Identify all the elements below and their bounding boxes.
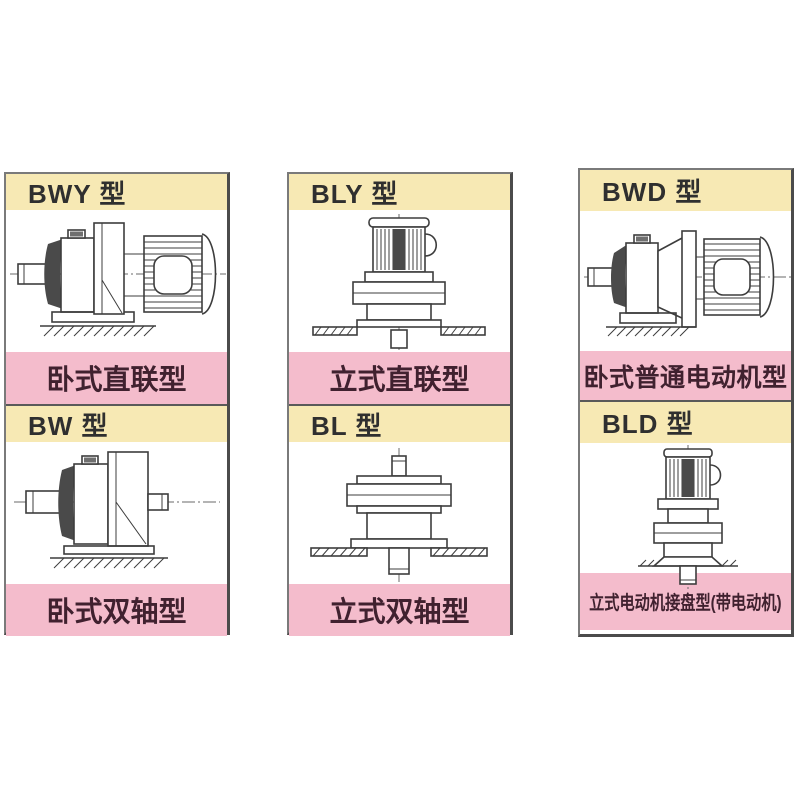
panel-footer: 立式双轴型: [289, 584, 510, 636]
panel-footer: 卧式双轴型: [6, 584, 227, 636]
panel-bl: BL 型: [289, 404, 510, 636]
panel-footer: 立式直联型: [289, 352, 510, 404]
type-label-bwd: 卧式普通电动机型: [583, 363, 788, 392]
horizontal-standard-motor-gearmotor-drawing: [584, 230, 792, 337]
panel-footer: 卧式直联型: [6, 352, 227, 404]
vertical-motor-flange-mounted-gearmotor-drawing: [638, 445, 738, 589]
type-label-bl: 立式双轴型: [329, 596, 470, 627]
model-label-bly: BLY 型: [311, 178, 399, 209]
bl-drawing-area: [289, 442, 510, 584]
model-label-bl: BL 型: [311, 410, 383, 441]
panel-header: BL 型: [289, 406, 510, 442]
model-label-bw: BW 型: [28, 410, 109, 441]
model-label-bld: BLD 型: [602, 409, 694, 439]
model-label-bwd: BWD 型: [602, 177, 703, 207]
panel-footer: 立式电动机接盘型(带电动机): [580, 573, 791, 630]
bly-drawing-area: [289, 210, 510, 352]
model-label-bwy: BWY 型: [28, 178, 127, 209]
panel-footer: 卧式普通电动机型: [580, 351, 791, 400]
type-label-bly: 立式直联型: [329, 364, 470, 395]
panel-header: BLD 型: [580, 402, 791, 443]
column-bly-bl: BLY 型: [287, 172, 513, 636]
bwd-drawing-area: [580, 211, 792, 351]
horizontal-direct-coupled-gearmotor-drawing: [10, 222, 226, 337]
vertical-direct-coupled-gearmotor-drawing: [312, 214, 486, 350]
panel-bly: BLY 型: [289, 174, 510, 404]
panel-bld: BLD 型: [580, 400, 791, 630]
panel-bw: BW 型: [6, 404, 227, 636]
type-label-bld: 立式电动机接盘型(带电动机): [589, 593, 782, 614]
vertical-double-shaft-reducer-drawing: [310, 448, 488, 582]
panel-bwd: BWD 型: [580, 170, 792, 400]
type-label-bw: 卧式双轴型: [46, 596, 187, 627]
column-bwy-bw: BWY 型: [4, 172, 230, 636]
column-bwd-bld: BWD 型: [578, 168, 794, 637]
bld-drawing-area: [580, 443, 791, 589]
panel-header: BWD 型: [580, 170, 791, 211]
horizontal-double-shaft-reducer-drawing: [14, 451, 220, 569]
panel-header: BWY 型: [6, 174, 227, 210]
bw-drawing-area: [6, 442, 227, 584]
bwy-drawing-area: [6, 210, 227, 352]
type-label-bwy: 卧式直联型: [46, 364, 187, 395]
panel-header: BLY 型: [289, 174, 510, 210]
panel-bwy: BWY 型: [6, 174, 227, 404]
panel-header: BW 型: [6, 406, 227, 442]
